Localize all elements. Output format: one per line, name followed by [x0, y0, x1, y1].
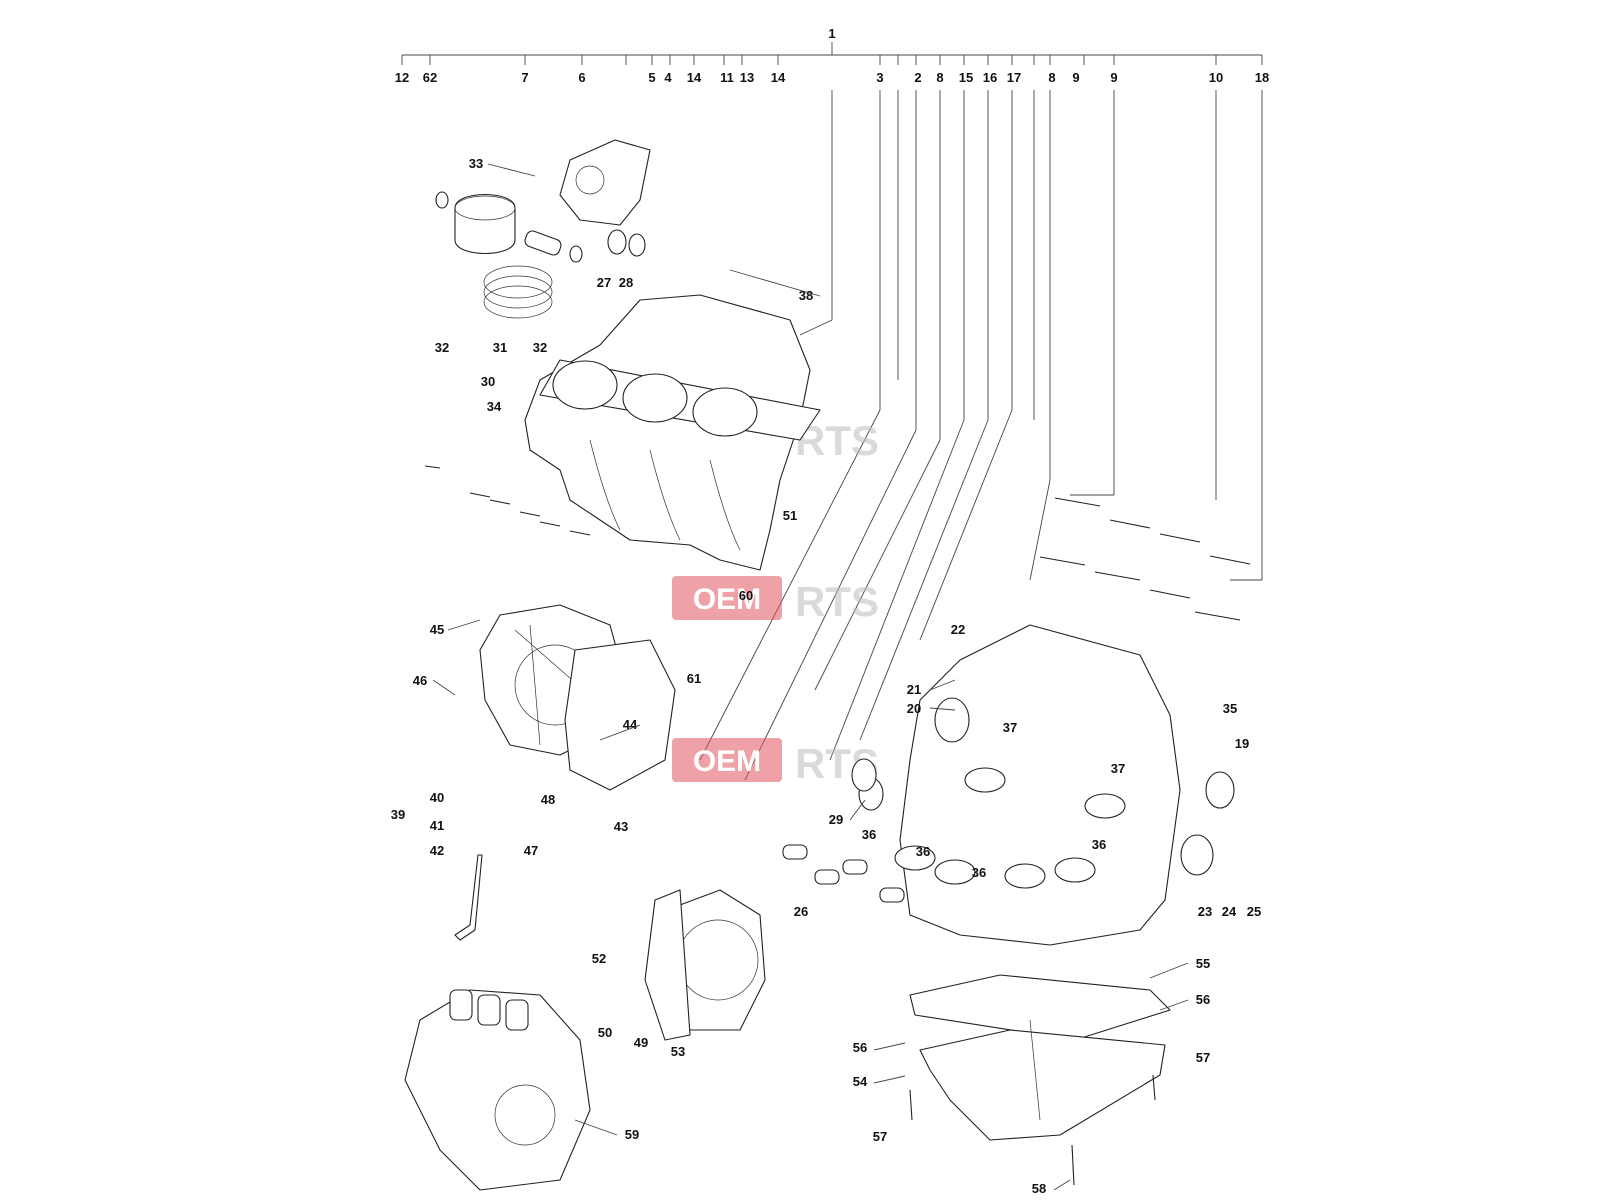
callout-labels: 1 12 62 7 6 5 4 14 11 13 14 3 2 8 15 16 …	[391, 26, 1269, 1196]
callout-52: 52	[592, 951, 606, 966]
callout-34: 34	[487, 399, 502, 414]
callout-36: 36	[916, 844, 930, 859]
callout-28: 28	[619, 275, 633, 290]
thermostat-housing	[559, 139, 651, 226]
callout-59: 59	[625, 1127, 639, 1142]
callout-6: 6	[578, 70, 585, 85]
callout-38: 38	[799, 288, 813, 303]
complete-engine	[404, 989, 591, 1191]
callout-55: 55	[1196, 956, 1210, 971]
callout-57: 57	[1196, 1050, 1210, 1065]
callout-33: 33	[469, 156, 483, 171]
callout-5: 5	[648, 70, 655, 85]
callout-23: 23	[1198, 904, 1212, 919]
gaskets	[607, 229, 905, 903]
callout-56: 56	[1196, 992, 1210, 1007]
callout-54: 54	[853, 1074, 868, 1089]
callout-36: 36	[1092, 837, 1106, 852]
callout-24: 24	[1222, 904, 1237, 919]
callout-37: 37	[1003, 720, 1017, 735]
callout-42: 42	[430, 843, 444, 858]
lower-crankcase	[858, 624, 1235, 946]
cylinder-block	[524, 294, 821, 571]
callout-60: 60	[739, 588, 753, 603]
callout-61: 61	[687, 671, 701, 686]
callout-30: 30	[481, 374, 495, 389]
watermark-brand: OEM	[693, 745, 761, 778]
callout-7: 7	[521, 70, 528, 85]
callout-35: 35	[1223, 701, 1237, 716]
callout-2: 2	[914, 70, 921, 85]
callout-20: 20	[907, 701, 921, 716]
watermark-3: OEM RTS	[672, 738, 879, 787]
watermark-2: OEM RTS	[672, 576, 879, 625]
callout-14: 14	[771, 70, 786, 85]
callout-8: 8	[936, 70, 943, 85]
callout-12: 12	[395, 70, 409, 85]
oil-strainer	[454, 854, 483, 941]
callout-51: 51	[783, 508, 797, 523]
callout-37: 37	[1111, 761, 1125, 776]
callout-25: 25	[1247, 904, 1261, 919]
callout-56: 56	[853, 1040, 867, 1055]
callout-39: 39	[391, 807, 405, 822]
callout-13: 13	[740, 70, 754, 85]
callout-57: 57	[873, 1129, 887, 1144]
callout-15: 15	[959, 70, 973, 85]
callout-1: 1	[828, 26, 835, 41]
callout-32: 32	[533, 340, 547, 355]
callout-58: 58	[1032, 1181, 1046, 1196]
callout-49: 49	[634, 1035, 648, 1050]
piston	[435, 191, 583, 319]
callout-40: 40	[430, 790, 444, 805]
callout-32: 32	[435, 340, 449, 355]
generator-cover	[644, 889, 766, 1041]
callout-27: 27	[597, 275, 611, 290]
callout-14: 14	[687, 70, 702, 85]
oil-pan	[909, 974, 1171, 1141]
watermark-brand: OEM	[693, 583, 761, 616]
callout-31: 31	[493, 340, 507, 355]
callout-9: 9	[1072, 70, 1079, 85]
callout-41: 41	[430, 818, 444, 833]
callout-16: 16	[983, 70, 997, 85]
callout-48: 48	[541, 792, 555, 807]
callout-47: 47	[524, 843, 538, 858]
callout-50: 50	[598, 1025, 612, 1040]
callout-17: 17	[1007, 70, 1021, 85]
callout-11: 11	[720, 70, 734, 85]
top-leader-bracket	[401, 42, 1263, 781]
callout-53: 53	[671, 1044, 685, 1059]
callout-36: 36	[972, 865, 986, 880]
callout-62: 62	[423, 70, 437, 85]
callout-18: 18	[1255, 70, 1269, 85]
clutch-cover	[479, 604, 676, 791]
bolts	[424, 465, 1251, 1186]
callout-45: 45	[430, 622, 444, 637]
callout-8: 8	[1048, 70, 1055, 85]
callout-46: 46	[413, 673, 427, 688]
callout-3: 3	[876, 70, 883, 85]
callout-36: 36	[862, 827, 876, 842]
callout-leaders	[432, 163, 1189, 1191]
callout-21: 21	[907, 682, 921, 697]
callout-43: 43	[614, 819, 628, 834]
callout-44: 44	[623, 717, 638, 732]
watermark-tail: RTS	[795, 578, 879, 625]
callout-9: 9	[1110, 70, 1117, 85]
callout-10: 10	[1209, 70, 1223, 85]
callout-29: 29	[829, 812, 843, 827]
callout-4: 4	[664, 70, 672, 85]
callout-22: 22	[951, 622, 965, 637]
callout-26: 26	[794, 904, 808, 919]
callout-19: 19	[1235, 736, 1249, 751]
